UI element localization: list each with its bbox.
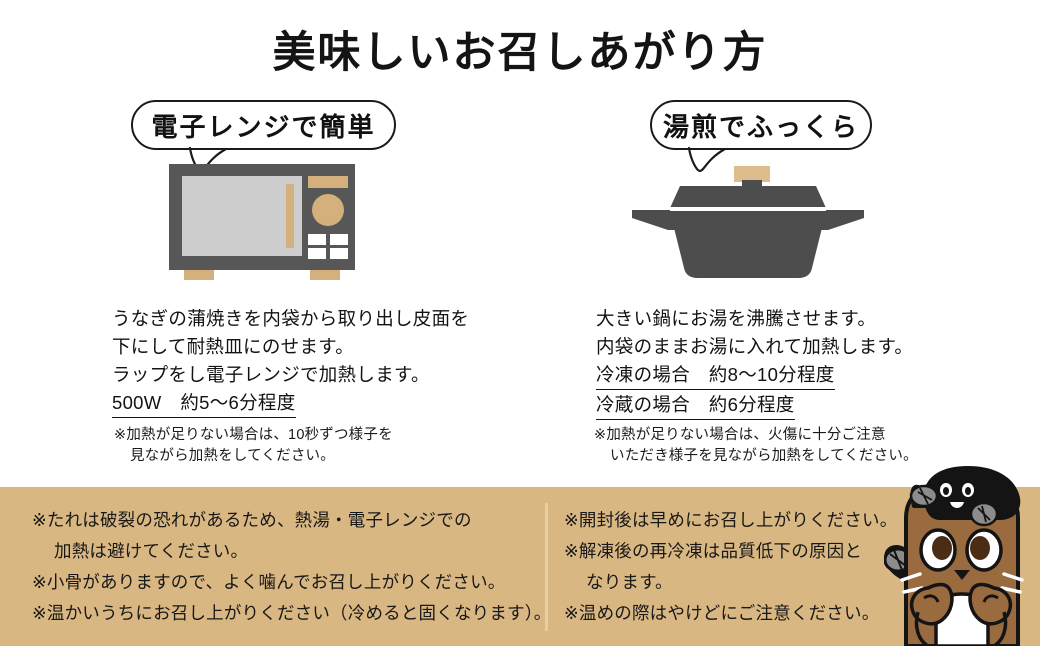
speech-bubble-hotwater: 湯煎でふっくら: [650, 100, 872, 173]
warning-line: ※小骨がありますので、よく噛んでお召し上がりください。: [32, 572, 506, 592]
step-row: 冷凍の場合 約8〜10分程度: [596, 362, 996, 392]
step-text-highlight: 500W 約5〜6分程度: [112, 390, 296, 418]
warning-line: ※解凍後の再冷凍は品質低下の原因と: [564, 541, 863, 561]
warnings-left: ※たれは破裂の恐れがあるため、熱湯・電子レンジでの 加熱は避けてください。 ※小…: [32, 505, 551, 629]
speech-bubble-hotwater-label: 湯煎でふっくら: [662, 112, 859, 142]
warning-line: ※開封後は早めにお召し上がりください。: [564, 510, 898, 530]
page-title: 美味しいお召しあがり方: [272, 30, 768, 77]
speech-bubble-microwave: 電子レンジで簡単: [131, 100, 396, 173]
step-text: 内袋のままお湯に入れて加熱します。: [596, 336, 914, 357]
note-line: いただき様子を見ながら加熱をしてください。: [610, 448, 918, 464]
instructions-microwave: うなぎの蒲焼きを内袋から取り出し皮面を 下にして耐熱皿にのせます。 ラップをし電…: [112, 306, 512, 420]
step-text: 大きい鍋にお湯を沸騰させます。: [596, 308, 877, 329]
warning-line: ※温かいうちにお召し上がりください（冷めると固くなります）。: [32, 603, 552, 623]
step-row: ラップをし電子レンジで加熱します。: [112, 362, 512, 390]
note-line: ※加熱が足りない場合は、10秒ずつ様子を: [114, 427, 393, 443]
step-text: うなぎの蒲焼きを内袋から取り出し皮面を: [112, 308, 470, 329]
step-text-highlight: 冷蔵の場合 約6分程度: [596, 392, 795, 420]
step-row: 大きい鍋にお湯を沸騰させます。: [596, 306, 996, 334]
instructions-hotwater: 大きい鍋にお湯を沸騰させます。 内袋のままお湯に入れて加熱します。 冷凍の場合 …: [596, 306, 996, 422]
warning-line: ※たれは破裂の恐れがあるため、熱湯・電子レンジでの: [32, 510, 472, 530]
step-text: 下にして耐熱皿にのせます。: [112, 336, 354, 357]
warnings-right: ※開封後は早めにお召し上がりください。 ※解凍後の再冷凍は品質低下の原因と なり…: [564, 505, 897, 629]
warnings-panel: [0, 487, 1040, 646]
step-text: ラップをし電子レンジで加熱します。: [112, 364, 430, 385]
microwave-icon: [169, 164, 355, 280]
step-text-highlight: 冷凍の場合 約8〜10分程度: [596, 362, 835, 390]
pot-icon: [632, 166, 864, 278]
speech-bubble-tail-icon: [687, 146, 727, 173]
step-row: 500W 約5〜6分程度: [112, 390, 512, 420]
warning-line: なります。: [586, 572, 673, 592]
note-line: ※加熱が足りない場合は、火傷に十分ご注意: [594, 427, 886, 443]
note-line: 見ながら加熱をしてください。: [130, 448, 335, 464]
step-row: 冷蔵の場合 約6分程度: [596, 392, 996, 422]
warning-line: ※温めの際はやけどにご注意ください。: [564, 603, 880, 623]
step-row: 内袋のままお湯に入れて加熱します。: [596, 334, 996, 362]
step-row: 下にして耐熱皿にのせます。: [112, 334, 512, 362]
otter-with-eel-mascot: [884, 466, 1024, 646]
warning-line: 加熱は避けてください。: [54, 541, 249, 561]
note-microwave: ※加熱が足りない場合は、10秒ずつ様子を 見ながら加熱をしてください。: [114, 425, 393, 467]
note-hotwater: ※加熱が足りない場合は、火傷に十分ご注意 いただき様子を見ながら加熱をしてくださ…: [594, 425, 918, 467]
speech-bubble-microwave-label: 電子レンジで簡単: [151, 112, 376, 142]
panel-divider: [545, 503, 548, 631]
step-row: うなぎの蒲焼きを内袋から取り出し皮面を: [112, 306, 512, 334]
